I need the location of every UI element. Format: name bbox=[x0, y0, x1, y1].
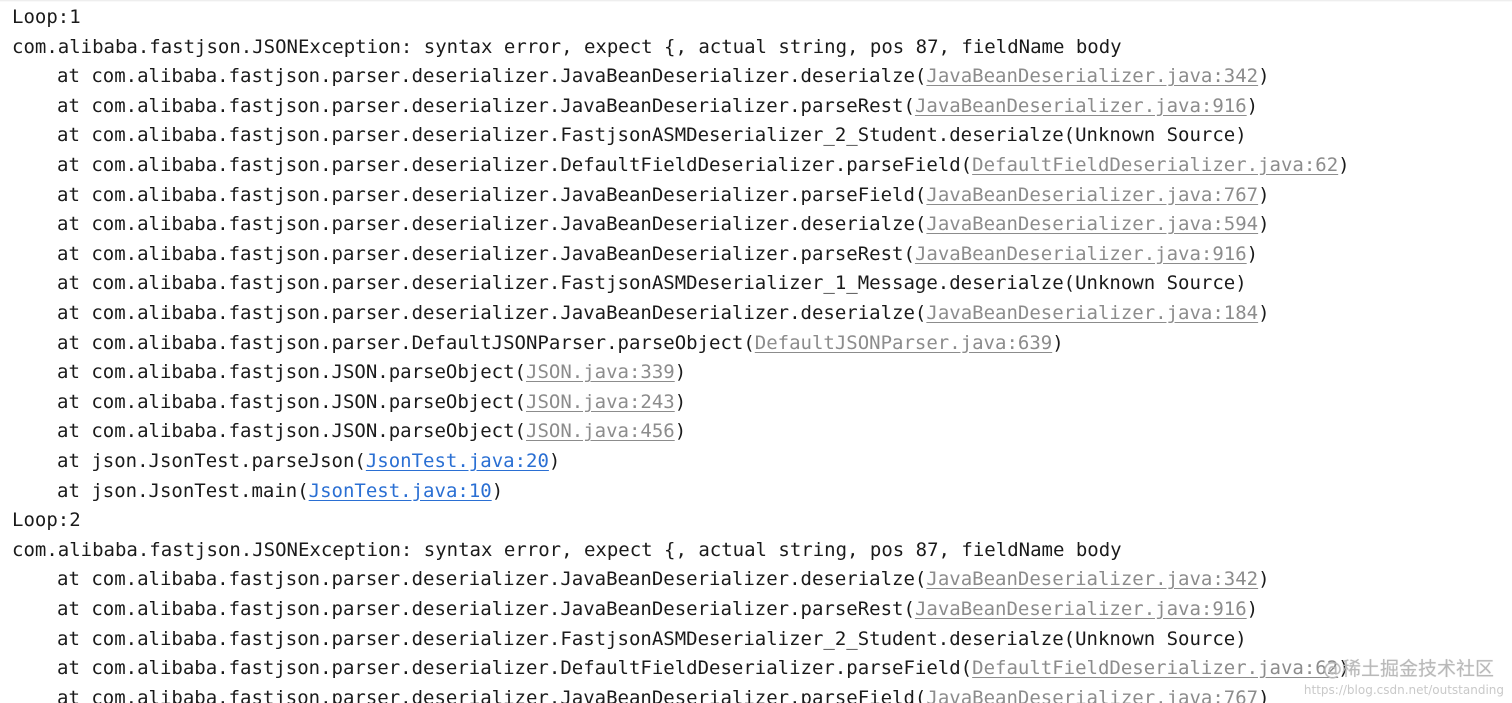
frame-method-text: at com.alibaba.fastjson.parser.deseriali… bbox=[57, 94, 915, 117]
stack-frame-line: at com.alibaba.fastjson.parser.deseriali… bbox=[57, 210, 1270, 239]
stack-frame-line: at com.alibaba.fastjson.parser.deseriali… bbox=[57, 299, 1270, 328]
stack-frame-line: at com.alibaba.fastjson.parser.deseriali… bbox=[57, 565, 1270, 594]
stack-frame-line: at com.alibaba.fastjson.parser.deseriali… bbox=[57, 62, 1270, 91]
frame-method-text: at com.alibaba.fastjson.JSON.parseObject… bbox=[57, 390, 526, 413]
stack-frame-line: at com.alibaba.fastjson.parser.deseriali… bbox=[57, 92, 1258, 121]
frame-close-paren: ) bbox=[1258, 568, 1270, 591]
stack-frame-line: at com.alibaba.fastjson.parser.deseriali… bbox=[57, 181, 1270, 210]
frame-method-text: at com.alibaba.fastjson.parser.deseriali… bbox=[57, 657, 973, 680]
source-file-link[interactable]: JavaBeanDeserializer.java:342 bbox=[926, 568, 1259, 591]
source-file-link[interactable]: DefaultFieldDeserializer.java:62 bbox=[972, 657, 1339, 680]
stack-frame-line: at com.alibaba.fastjson.parser.deseriali… bbox=[57, 269, 1247, 298]
frame-method-text: at com.alibaba.fastjson.parser.deseriali… bbox=[57, 598, 915, 620]
stack-frame-line: at com.alibaba.fastjson.parser.deseriali… bbox=[57, 121, 1247, 150]
source-file-link[interactable]: JSON.java:456 bbox=[526, 420, 675, 443]
frame-method-text: at com.alibaba.fastjson.parser.deseriali… bbox=[57, 242, 915, 265]
frame-close-paren: ) bbox=[1338, 154, 1350, 176]
stack-frame-line: at com.alibaba.fastjson.parser.deseriali… bbox=[57, 240, 1258, 269]
frame-close-paren: ) bbox=[674, 420, 687, 443]
stack-frame-line: at com.alibaba.fastjson.JSON.parseObject… bbox=[57, 417, 686, 446]
frame-method-text: at com.alibaba.fastjson.parser.deseriali… bbox=[57, 213, 927, 236]
frame-close-paren: ) bbox=[1246, 598, 1259, 620]
frame-method-text: at json.JsonTest.main( bbox=[57, 479, 309, 502]
exception-message-line: com.alibaba.fastjson.JSONException: synt… bbox=[12, 33, 1122, 62]
stack-frame-line: at com.alibaba.fastjson.parser.deseriali… bbox=[57, 151, 1350, 180]
stack-frame-line: at com.alibaba.fastjson.parser.deseriali… bbox=[57, 625, 1247, 654]
line-text: com.alibaba.fastjson.JSONException: synt… bbox=[12, 35, 1122, 58]
frame-close-paren: ) bbox=[1338, 657, 1350, 680]
source-file-link[interactable]: JsonTest.java:20 bbox=[365, 450, 549, 472]
frame-close-paren: ) bbox=[1052, 331, 1064, 354]
line-text: com.alibaba.fastjson.JSONException: synt… bbox=[12, 538, 1122, 561]
frame-close-paren: ) bbox=[674, 390, 687, 413]
source-file-link[interactable]: JavaBeanDeserializer.java:767 bbox=[926, 686, 1259, 703]
exception-message-line: com.alibaba.fastjson.JSONException: synt… bbox=[12, 536, 1122, 565]
stack-frame-line: at com.alibaba.fastjson.parser.deseriali… bbox=[57, 595, 1258, 624]
frame-method-text: at com.alibaba.fastjson.parser.deseriali… bbox=[57, 686, 927, 703]
frame-method-text: at com.alibaba.fastjson.parser.deseriali… bbox=[57, 65, 927, 88]
frame-method-text: at com.alibaba.fastjson.parser.deseriali… bbox=[57, 154, 973, 176]
watermark: @稀土掘金技术社区 bbox=[1322, 658, 1494, 680]
stack-frame-line: at com.alibaba.fastjson.parser.deseriali… bbox=[57, 684, 1270, 703]
stack-frame-line: at json.JsonTest.parseJson(JsonTest.java… bbox=[57, 447, 560, 476]
stack-frame-line: at com.alibaba.fastjson.JSON.parseObject… bbox=[57, 358, 686, 387]
stack-frame-line: at json.JsonTest.main(JsonTest.java:10) bbox=[57, 477, 503, 506]
line-text: Loop:1 bbox=[12, 6, 81, 28]
frame-method-text: at com.alibaba.fastjson.parser.DefaultJS… bbox=[57, 331, 755, 354]
frame-close-paren: ) bbox=[1246, 242, 1259, 265]
source-file-link[interactable]: JavaBeanDeserializer.java:594 bbox=[926, 213, 1259, 236]
frame-close-paren: ) bbox=[1258, 213, 1270, 236]
frame-close-paren: ) bbox=[1258, 183, 1270, 206]
loop-header-line: Loop:1 bbox=[12, 3, 81, 32]
frame-close-paren: ) bbox=[1258, 302, 1270, 324]
frame-close-paren: ) bbox=[1246, 94, 1259, 117]
line-text: at com.alibaba.fastjson.parser.deseriali… bbox=[57, 627, 1247, 650]
watermark-url: https://blog.csdn.net/outstanding bbox=[1303, 683, 1504, 697]
line-text: at com.alibaba.fastjson.parser.deseriali… bbox=[57, 272, 1247, 295]
frame-close-paren: ) bbox=[548, 450, 561, 472]
source-file-link[interactable]: JavaBeanDeserializer.java:342 bbox=[926, 65, 1259, 88]
frame-close-paren: ) bbox=[1258, 686, 1270, 703]
frame-close-paren: ) bbox=[674, 361, 687, 384]
frame-method-text: at com.alibaba.fastjson.parser.deseriali… bbox=[57, 568, 927, 591]
line-text: Loop:2 bbox=[12, 509, 81, 532]
source-file-link[interactable]: JSON.java:243 bbox=[526, 390, 675, 413]
source-file-link[interactable]: JavaBeanDeserializer.java:184 bbox=[926, 302, 1259, 324]
source-file-link[interactable]: JavaBeanDeserializer.java:767 bbox=[926, 183, 1259, 206]
source-file-link[interactable]: DefaultJSONParser.java:639 bbox=[754, 331, 1053, 354]
frame-method-text: at com.alibaba.fastjson.JSON.parseObject… bbox=[57, 361, 526, 384]
source-file-link[interactable]: JavaBeanDeserializer.java:916 bbox=[914, 598, 1247, 620]
frame-method-text: at com.alibaba.fastjson.parser.deseriali… bbox=[57, 302, 927, 324]
top-edge-shadow bbox=[0, 0, 1512, 2]
source-file-link[interactable]: DefaultFieldDeserializer.java:62 bbox=[972, 154, 1339, 176]
loop-header-line: Loop:2 bbox=[12, 506, 81, 535]
frame-close-paren: ) bbox=[491, 479, 504, 502]
frame-method-text: at com.alibaba.fastjson.JSON.parseObject… bbox=[57, 420, 526, 443]
frame-close-paren: ) bbox=[1258, 65, 1270, 88]
source-file-link[interactable]: JSON.java:339 bbox=[526, 361, 675, 384]
stack-frame-line: at com.alibaba.fastjson.parser.deseriali… bbox=[57, 654, 1350, 683]
line-text: at com.alibaba.fastjson.parser.deseriali… bbox=[57, 124, 1247, 147]
source-file-link[interactable]: JavaBeanDeserializer.java:916 bbox=[914, 242, 1247, 265]
frame-method-text: at json.JsonTest.parseJson( bbox=[57, 450, 366, 472]
stack-frame-line: at com.alibaba.fastjson.parser.DefaultJS… bbox=[57, 329, 1064, 358]
frame-method-text: at com.alibaba.fastjson.parser.deseriali… bbox=[57, 183, 927, 206]
source-file-link[interactable]: JavaBeanDeserializer.java:916 bbox=[914, 94, 1247, 117]
source-file-link[interactable]: JsonTest.java:10 bbox=[308, 479, 492, 502]
stack-frame-line: at com.alibaba.fastjson.JSON.parseObject… bbox=[57, 388, 686, 417]
